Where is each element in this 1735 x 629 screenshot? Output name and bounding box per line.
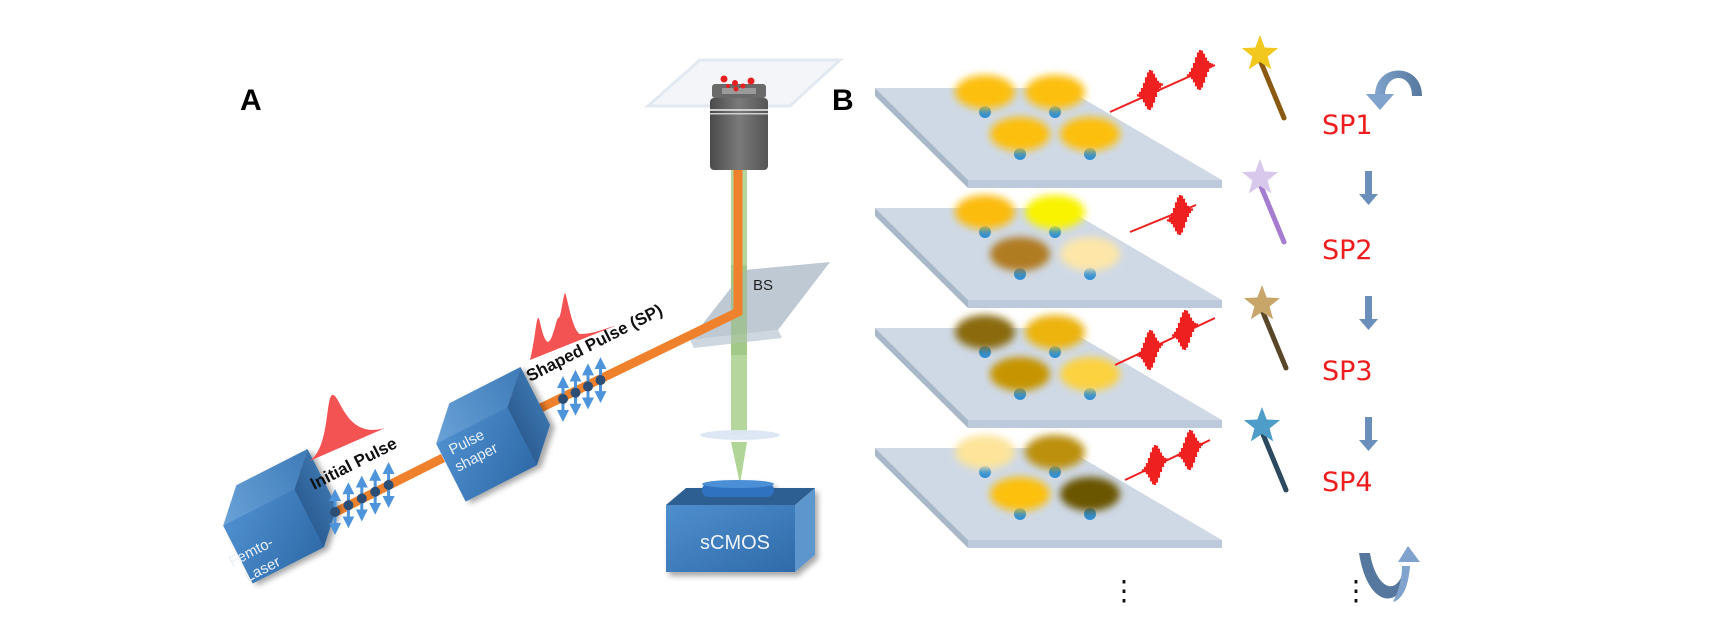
sample-stage (875, 35, 1287, 188)
scmos-label: sCMOS (700, 532, 770, 554)
stage-edge (875, 448, 968, 548)
scmos-camera (666, 480, 815, 572)
nanoparticle (1014, 268, 1026, 280)
scattering-spot (990, 477, 1050, 511)
panel-b-label: B (832, 84, 854, 117)
stage-edge (968, 540, 1222, 548)
sample-stage (875, 285, 1289, 428)
sample-stages (875, 35, 1289, 548)
stage-edge (875, 328, 968, 428)
stage-edge (968, 420, 1222, 428)
stage-edge (875, 88, 968, 188)
scattering-spot (1060, 357, 1120, 391)
nanoparticle (1049, 106, 1061, 118)
magic-wand-icon (1243, 285, 1289, 371)
scattering-spot (1025, 315, 1085, 349)
polarization-dot (370, 486, 381, 497)
magic-wand-icon (1241, 159, 1287, 245)
beam-splitter-label: BS (753, 277, 773, 294)
loop-arrow-top-icon (1366, 70, 1422, 110)
scattering-spot (1025, 435, 1085, 469)
stage-edge (968, 300, 1222, 308)
stage-edge (968, 180, 1222, 188)
scattering-spot (990, 237, 1050, 271)
nanoparticle (1084, 268, 1096, 280)
sp-label-2: SP2 (1322, 235, 1373, 266)
scattering-spot (955, 435, 1015, 469)
sample-stage (875, 407, 1289, 548)
sp-label-1: SP1 (1322, 110, 1373, 141)
sp-label-3: SP3 (1322, 356, 1373, 387)
polarization-dot (356, 493, 367, 504)
scattering-spot (955, 75, 1015, 109)
nanoparticle (1014, 148, 1026, 160)
scattering-spot (990, 117, 1050, 151)
pulse-shaper-box (436, 366, 551, 502)
nanoparticle (1014, 508, 1026, 520)
down-arrow-icon (1359, 296, 1378, 330)
femto-laser-box (223, 448, 338, 584)
scattering-spot (1060, 117, 1120, 151)
scattering-spot (955, 195, 1015, 229)
scattering-spot (990, 357, 1050, 391)
shaped-pulse-icon (1114, 310, 1216, 370)
polarization-dot (343, 500, 354, 511)
polarization-dot (383, 480, 394, 491)
nanoparticle (1084, 388, 1096, 400)
shaped-laser-beam (518, 170, 743, 423)
nanoparticle (1049, 346, 1061, 358)
nanoparticle (979, 226, 991, 238)
sp-label-4: SP4 (1322, 467, 1373, 498)
continuation-dots-stage: ⋮ (1110, 574, 1138, 607)
scattering-spot (955, 315, 1015, 349)
nanoparticle (1014, 388, 1026, 400)
down-arrow-icon (1359, 417, 1378, 451)
polarization-arrows-initial (329, 462, 395, 535)
polarization-dot (583, 381, 594, 392)
shaped-pulse-icon (1129, 195, 1197, 235)
panel-a-label: A (240, 84, 262, 117)
polarization-dot (595, 375, 606, 386)
nanoparticle (1049, 466, 1061, 478)
polarization-dot (570, 387, 581, 398)
objective-lens-icon (710, 84, 768, 170)
stage-edge (875, 208, 968, 308)
nanoparticle (1049, 226, 1061, 238)
initial-pulse-shape (305, 394, 385, 463)
polarization-dot (558, 394, 568, 404)
nanoparticle (1084, 508, 1096, 520)
magic-wand-icon (1241, 35, 1287, 121)
scattering-spot (1025, 75, 1085, 109)
loop-arrow-bottom-icon (1359, 546, 1420, 602)
tube-lens (700, 430, 780, 440)
scattering-spot (1060, 237, 1120, 271)
shaped-pulse-icon (1124, 430, 1211, 485)
scattering-spot (1060, 477, 1120, 511)
scattering-spot (1025, 195, 1085, 229)
sample-particles (720, 75, 755, 92)
shaped-pulse-shape (530, 293, 615, 360)
polarization-dot (330, 507, 340, 517)
focused-beam (731, 442, 747, 484)
nanoparticle (979, 466, 991, 478)
shaped-pulse-icon (1109, 50, 1216, 113)
continuation-dots-sp: ⋮ (1342, 574, 1370, 607)
nanoparticle (1084, 148, 1096, 160)
nanoparticle (979, 346, 991, 358)
nanoparticle (979, 106, 991, 118)
magic-wand-icon (1243, 407, 1289, 493)
polarization-arrows-shaped (557, 357, 607, 422)
down-arrow-icon (1359, 171, 1378, 205)
sample-stage (875, 159, 1287, 308)
